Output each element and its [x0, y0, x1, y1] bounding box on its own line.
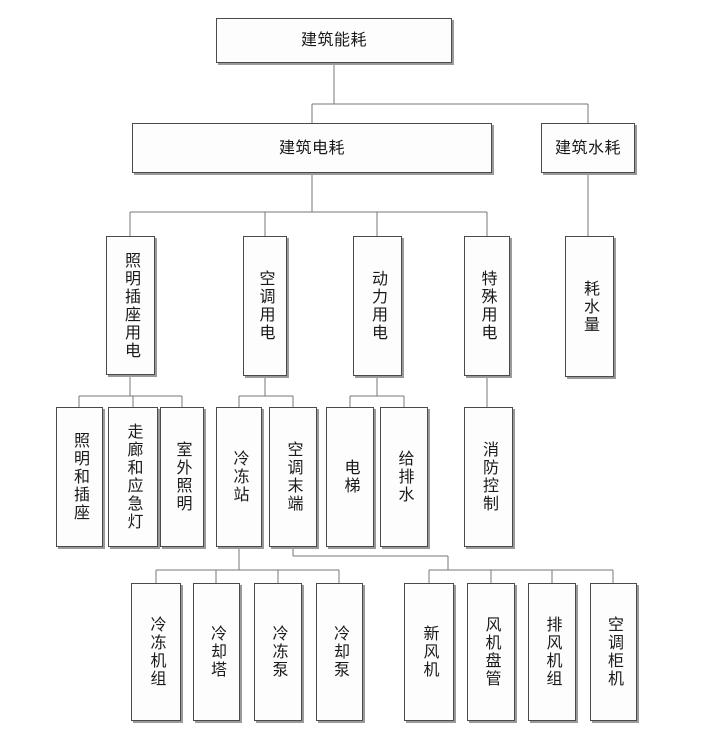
node-lighting-and-sockets-label: 照明和插座 — [70, 432, 90, 522]
node-chiller-unit[interactable]: 冷冻机组 — [131, 583, 181, 721]
node-chiller-unit-label: 冷冻机组 — [147, 616, 167, 688]
node-chiller-station-label: 冷冻站 — [230, 450, 250, 504]
node-ac-cabinet-unit-label: 空调柜机 — [604, 616, 624, 688]
node-building-water-label: 建筑水耗 — [554, 137, 621, 157]
node-hvac-terminal-label: 空调末端 — [284, 441, 304, 513]
node-special-power[interactable]: 特殊用电 — [464, 236, 510, 376]
node-chilled-water-pump[interactable]: 冷冻泵 — [254, 583, 302, 721]
node-hvac-power[interactable]: 空调用电 — [243, 236, 287, 376]
node-exhaust-fan-unit-label: 排风机组 — [543, 616, 563, 688]
node-fresh-air-fan-label: 新风机 — [420, 625, 440, 679]
node-building-electricity-label: 建筑电耗 — [278, 137, 345, 157]
node-building-electricity[interactable]: 建筑电耗 — [132, 123, 492, 173]
node-lighting-and-sockets[interactable]: 照明和插座 — [56, 407, 103, 547]
node-corridor-emergency-lights-label: 走廊和应急灯 — [124, 423, 144, 531]
node-water-supply-drainage[interactable]: 给排水 — [380, 407, 428, 547]
node-outdoor-lighting-label: 室外照明 — [173, 441, 193, 513]
node-exhaust-fan-unit[interactable]: 排风机组 — [528, 583, 576, 721]
node-lighting-socket-power-label: 照明插座用电 — [121, 251, 141, 360]
node-hvac-power-label: 空调用电 — [256, 270, 276, 342]
node-water-supply-drainage-label: 给排水 — [395, 450, 415, 504]
node-building-water[interactable]: 建筑水耗 — [541, 123, 635, 173]
node-water-consumption[interactable]: 耗水量 — [565, 236, 614, 377]
node-chilled-water-pump-label: 冷冻泵 — [269, 625, 289, 679]
node-motive-power[interactable]: 动力用电 — [353, 236, 402, 376]
node-chiller-station[interactable]: 冷冻站 — [216, 407, 262, 547]
node-outdoor-lighting[interactable]: 室外照明 — [160, 407, 204, 547]
node-fire-control[interactable]: 消防控制 — [464, 407, 513, 547]
node-elevator[interactable]: 电梯 — [326, 407, 374, 547]
node-fan-coil-unit-label: 风机盘管 — [482, 616, 502, 688]
node-ac-cabinet-unit[interactable]: 空调柜机 — [590, 583, 637, 721]
node-fire-control-label: 消防控制 — [479, 441, 499, 513]
node-lighting-socket-power[interactable]: 照明插座用电 — [106, 236, 155, 375]
node-special-power-label: 特殊用电 — [478, 270, 498, 342]
node-water-consumption-label: 耗水量 — [580, 279, 600, 334]
node-motive-power-label: 动力用电 — [368, 270, 388, 342]
node-fresh-air-fan[interactable]: 新风机 — [404, 583, 454, 721]
node-root-label: 建筑能耗 — [300, 30, 367, 50]
node-corridor-emergency-lights[interactable]: 走廊和应急灯 — [108, 407, 158, 547]
node-cooling-tower-label: 冷却塔 — [207, 625, 227, 679]
node-cooling-water-pump-label: 冷却泵 — [330, 625, 350, 679]
node-root[interactable]: 建筑能耗 — [216, 18, 452, 63]
node-hvac-terminal[interactable]: 空调末端 — [269, 407, 317, 547]
node-fan-coil-unit[interactable]: 风机盘管 — [467, 583, 515, 721]
node-elevator-label: 电梯 — [341, 459, 361, 495]
node-cooling-tower[interactable]: 冷却塔 — [193, 583, 240, 721]
node-cooling-water-pump[interactable]: 冷却泵 — [316, 583, 363, 721]
